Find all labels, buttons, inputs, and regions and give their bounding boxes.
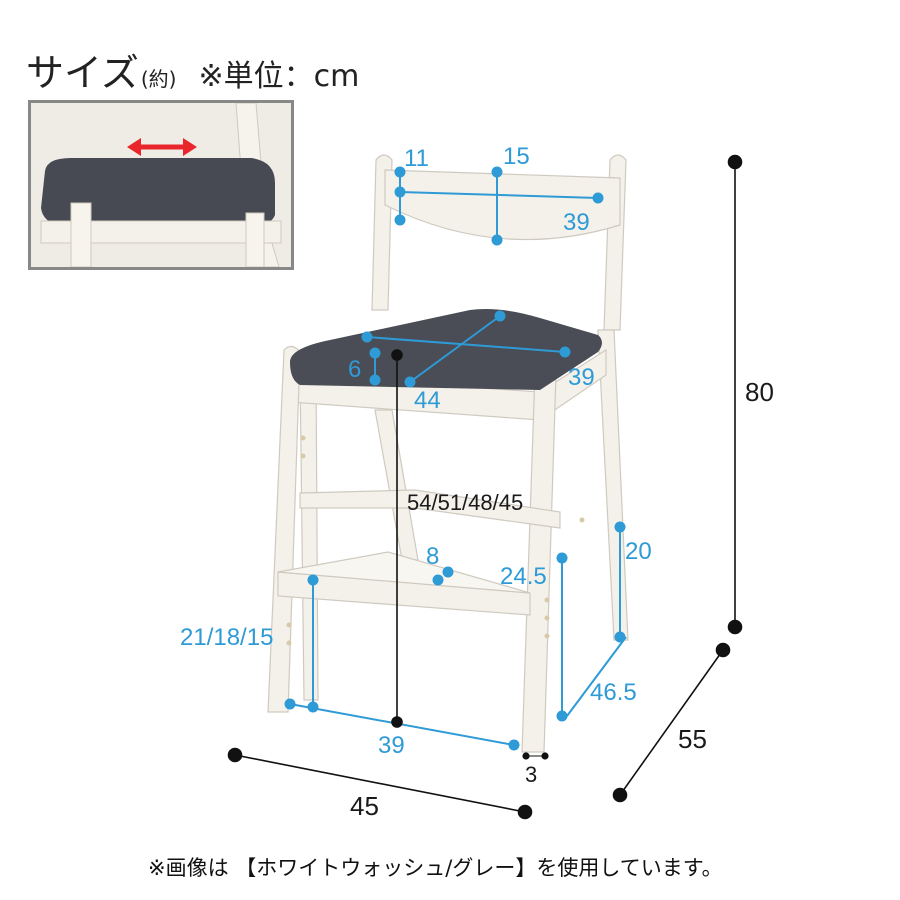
label-seat-width: 39 — [568, 364, 595, 391]
label-overall-height: 80 — [745, 377, 774, 407]
label-overall-width: 45 — [350, 791, 379, 821]
label-rear-crossbar: 20 — [625, 538, 652, 565]
label-footrest-heights: 21/18/15 — [180, 624, 273, 651]
size-header: サイズ(約) ※単位：cm — [26, 42, 359, 102]
label-footrest-depth: 8 — [426, 543, 439, 570]
approx-label: (約) — [140, 67, 177, 91]
chair-illustration — [267, 154, 629, 753]
label-footrest-to-crossbar: 24.5 — [500, 563, 547, 590]
unit-label: ※単位：cm — [198, 59, 360, 94]
footnote: ※画像は 【ホワイトウォッシュ/グレー】を使用しています。 — [148, 856, 723, 880]
size-title: サイズ — [26, 51, 139, 95]
label-seat-heights: 54/51/48/45 — [407, 490, 523, 515]
seat-slide-inset — [28, 100, 294, 270]
seat-cushion — [290, 309, 602, 390]
label-front-inner-width: 39 — [378, 732, 405, 759]
label-seat-depth: 44 — [414, 387, 441, 414]
black-dimension-lines — [227, 154, 743, 820]
label-seat-thickness: 6 — [348, 356, 361, 383]
label-leg-thickness: 3 — [525, 762, 537, 787]
blue-dimension-lines — [284, 166, 627, 751]
inset-illustration — [31, 103, 291, 267]
label-backrest-top-offset: 11 — [404, 145, 429, 172]
label-backrest-width: 39 — [563, 209, 590, 236]
label-backrest-height: 15 — [503, 143, 530, 170]
label-side-depth: 46.5 — [590, 679, 637, 706]
label-overall-depth: 55 — [678, 724, 707, 754]
slide-arrow-icon — [127, 138, 197, 156]
